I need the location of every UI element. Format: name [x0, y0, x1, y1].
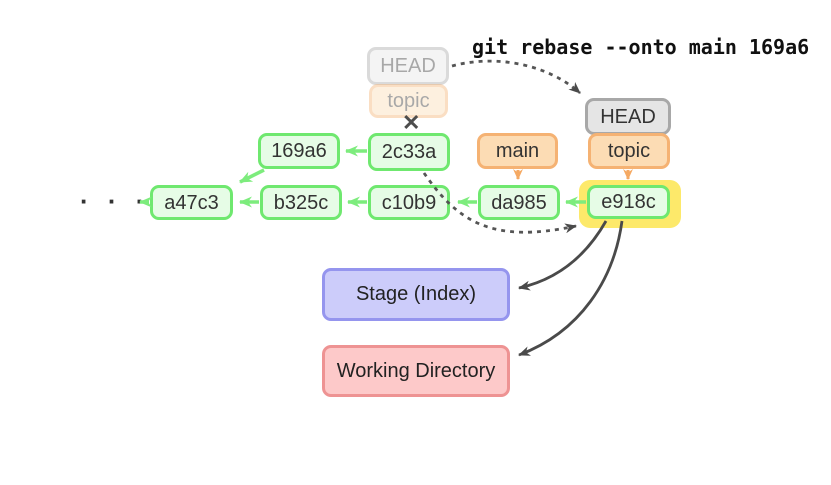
topic-label: topic [607, 140, 651, 162]
ghost-head-box: HEAD [367, 47, 449, 85]
detach-x-icon: ✕ [402, 110, 421, 135]
commit-label: b325c [273, 191, 329, 214]
commit-da985: da985 [478, 185, 560, 220]
ghost-topic-label: topic [387, 90, 430, 112]
commit-label: c10b9 [381, 191, 437, 214]
commit-b325c: b325c [260, 185, 342, 220]
commit-a47c3: a47c3 [150, 185, 233, 220]
head-box: HEAD [585, 98, 671, 135]
stage-index-box: Stage (Index) [322, 268, 510, 321]
commit-label: 2c33a [381, 141, 437, 163]
arrow-169a6-to-a47c3 [239, 168, 265, 184]
commit-169a6: 169a6 [258, 133, 340, 169]
arrow-e918c-to-working [518, 220, 624, 357]
arrow-e918c-to-stage [518, 220, 608, 291]
commit-2c33a: 2c33a [368, 133, 450, 171]
main-label: main [495, 140, 540, 162]
commit-label: 169a6 [271, 140, 327, 162]
checkout-arrows [518, 220, 624, 357]
topic-box: topic [588, 133, 670, 169]
ghost-topic-box: topic [369, 84, 448, 118]
commit-e918c: e918c [587, 185, 670, 219]
ref-arrows [513, 169, 633, 180]
history-ellipsis: · · · [80, 186, 151, 216]
working-directory-box: Working Directory [322, 345, 510, 397]
rebase-command: git rebase --onto main 169a6 [472, 35, 810, 59]
commit-label: a47c3 [164, 191, 219, 214]
arrow-ghost-head-to-head [451, 59, 581, 95]
commit-c10b9: c10b9 [368, 185, 450, 220]
main-box: main [477, 133, 558, 169]
working-directory-label: Working Directory [336, 359, 496, 382]
head-label: HEAD [600, 105, 656, 128]
commit-label: e918c [601, 191, 656, 213]
ghost-head-label: HEAD [380, 55, 436, 77]
commit-label: da985 [491, 191, 547, 214]
stage-index-label: Stage (Index) [355, 283, 477, 305]
